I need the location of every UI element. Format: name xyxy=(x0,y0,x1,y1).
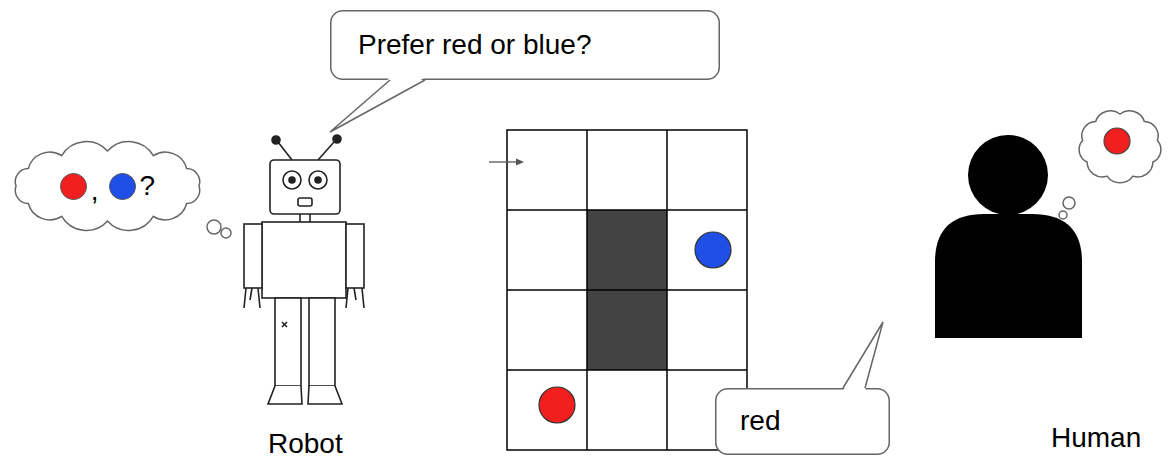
cloud-text: , xyxy=(91,175,99,227)
outline xyxy=(515,188,1090,471)
blue-dot xyxy=(109,173,136,200)
thought-cloud: ,? xyxy=(10,145,205,227)
red-goal xyxy=(539,387,575,423)
thought-dot xyxy=(207,220,221,234)
grid-world xyxy=(489,130,747,450)
cloud-text: ? xyxy=(140,170,156,202)
bubble-outline xyxy=(331,11,720,80)
thought-cloud xyxy=(1079,111,1161,183)
bubble-tail xyxy=(330,80,425,132)
bubble-tail xyxy=(843,322,883,388)
start-arrowhead xyxy=(516,159,524,166)
bubble-outline xyxy=(716,389,890,455)
speech-text: red xyxy=(740,405,780,437)
cloud-outline xyxy=(15,142,199,231)
start-arrow xyxy=(489,161,518,162)
figure-label: Human xyxy=(1051,422,1141,454)
red-dot xyxy=(60,173,87,200)
blue-goal xyxy=(695,232,731,268)
outline xyxy=(0,0,405,427)
thought-dot xyxy=(1059,211,1067,219)
robot-figure xyxy=(244,135,364,404)
figure-label: Robot xyxy=(268,428,343,460)
speech-bubble: Prefer red or blue? xyxy=(330,10,720,80)
speech-text: Prefer red or blue? xyxy=(358,29,591,61)
bubble-tail-fill xyxy=(843,322,883,391)
bubble-tail-fill xyxy=(330,78,425,133)
red-thought xyxy=(1104,128,1130,154)
human-figure xyxy=(935,135,1082,338)
thought-dot xyxy=(1063,197,1075,209)
speech-bubble: red xyxy=(715,388,890,455)
thought-dot xyxy=(221,228,231,238)
